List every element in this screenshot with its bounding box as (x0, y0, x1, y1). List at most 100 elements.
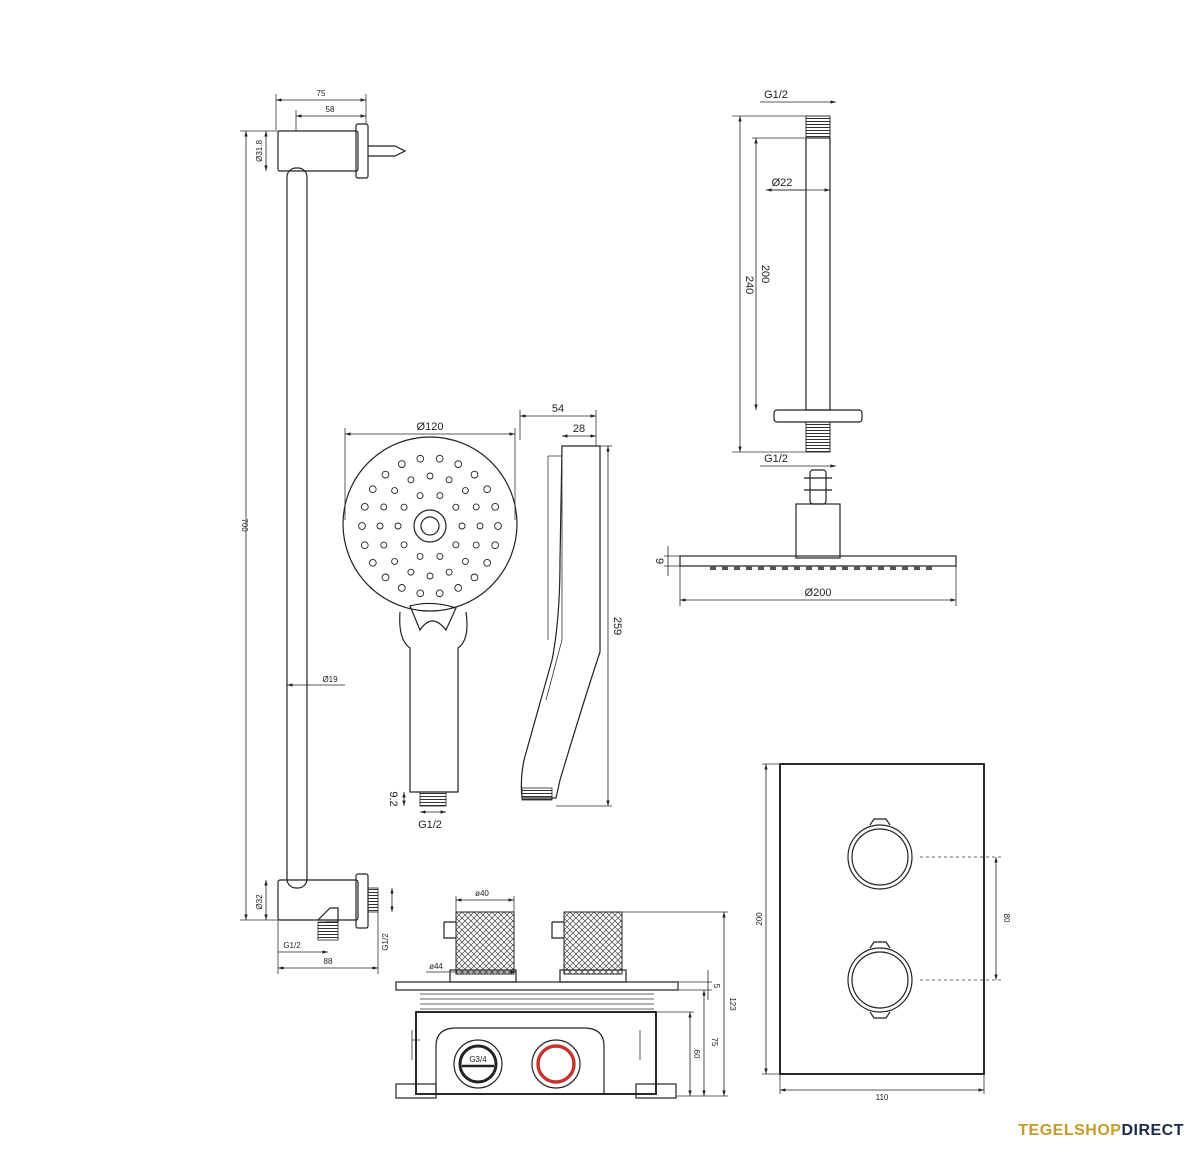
spray-nozzle (483, 558, 492, 567)
spray-nozzle (435, 589, 444, 598)
spray-nozzle (445, 568, 453, 576)
head-nozzle (818, 566, 824, 570)
head-nozzle (902, 566, 908, 570)
head-nozzle (770, 566, 776, 570)
head-nozzle (710, 566, 716, 570)
spray-nozzle (416, 552, 424, 560)
brand-name-part1: TEGELSHOP (1018, 1122, 1122, 1139)
head-nozzle (914, 566, 920, 570)
head-nozzle (842, 566, 848, 570)
hand-shower-side: 54 28 259 (519, 403, 623, 807)
thermostat-box: G3/4 ø40 ø44 5 123 75 60 (395, 889, 737, 1099)
rail-length-label: 700 (240, 518, 249, 532)
head-nozzle (758, 566, 764, 570)
box-inlet-thread-label: G3/4 (469, 1055, 487, 1064)
spray-nozzle (470, 573, 479, 582)
head-plate-thickness-label: 9 (653, 558, 665, 564)
spray-nozzle (407, 568, 415, 576)
head-nozzle (890, 566, 896, 570)
spray-nozzle (368, 485, 377, 494)
spray-nozzle (454, 584, 463, 592)
spray-nozzle (407, 476, 415, 484)
hand-length-label: 259 (611, 617, 623, 635)
head-nozzle (878, 566, 884, 570)
spray-nozzle (391, 557, 399, 565)
spray-nozzle (360, 541, 369, 550)
box-total-depth-label: 123 (728, 997, 737, 1011)
rail-side-thread-label: G1/2 (381, 933, 390, 951)
spray-nozzle (358, 522, 366, 530)
box-plate-diameter-label: ø44 (429, 962, 443, 971)
head-nozzle (734, 566, 740, 570)
spray-nozzle (400, 541, 408, 549)
rail-top-width-label: 75 (317, 89, 326, 98)
spray-nozzle (452, 541, 460, 549)
spray-nozzle (416, 492, 424, 500)
head-nozzle (794, 566, 800, 570)
spray-nozzle (494, 522, 502, 530)
spray-nozzle (491, 502, 500, 511)
hand-thread-label: G1/2 (418, 819, 442, 831)
hand-depth-label: 54 (552, 403, 564, 415)
rail-outlet-thread-label: G1/2 (283, 941, 301, 950)
brand-logo: TEGELSHOPDIRECT (1018, 1122, 1184, 1140)
cover-width-label: 110 (876, 1093, 889, 1102)
spray-nozzle (483, 485, 492, 494)
head-nozzle (806, 566, 812, 570)
spray-nozzle (416, 589, 425, 598)
cover-height-label: 200 (755, 912, 764, 926)
spray-nozzle (397, 460, 406, 468)
head-nozzle (746, 566, 752, 570)
head-nozzle (830, 566, 836, 570)
spray-nozzle (400, 503, 408, 511)
hand-head-diameter-label: Ø120 (417, 421, 444, 433)
box-depth-c-label: 60 (692, 1050, 701, 1059)
spray-nozzle (416, 454, 425, 463)
box-plate-depth-label: 5 (712, 984, 721, 989)
head-nozzle (926, 566, 932, 570)
head-nozzle (722, 566, 728, 570)
cover-plate: 80 200 110 (755, 763, 1011, 1102)
spray-nozzle (476, 522, 484, 530)
spray-nozzle (472, 503, 480, 511)
rail-bracket-depth-label: 58 (326, 105, 335, 114)
spray-nozzle (426, 572, 434, 580)
spray-nozzle (445, 476, 453, 484)
head-shower-arm: G1/2 Ø22 240 200 G1/2 9 Ø200 (653, 89, 957, 606)
head-arm-length-total-label: 240 (743, 276, 755, 294)
head-arm-length-inner-label: 200 (759, 265, 771, 283)
spray-nozzle (461, 557, 469, 565)
rail-bottom-depth-label: 88 (324, 957, 333, 966)
head-nozzle (854, 566, 860, 570)
spray-nozzle (380, 503, 388, 511)
spray-nozzle (435, 454, 444, 463)
spray-nozzle (360, 502, 369, 511)
spray-nozzle (458, 522, 466, 530)
slide-rail: 75 58 Ø31.8 700 Ø19 Ø32 G1/2 88 G1/2 (240, 89, 407, 974)
spray-nozzle (426, 472, 434, 480)
box-depth-b-label: 75 (710, 1038, 719, 1047)
spray-nozzle (397, 584, 406, 592)
head-plate-diameter-label: Ø200 (805, 587, 832, 599)
rail-bar-diameter-label: Ø19 (322, 675, 338, 684)
spray-nozzle (436, 552, 444, 560)
spray-nozzle (381, 470, 390, 479)
head-top-thread-label: G1/2 (764, 89, 788, 101)
spray-nozzle (381, 573, 390, 582)
hand-shower-front: Ø120 9.2 G1/2 (342, 421, 518, 831)
brand-name-part2: DIRECT (1121, 1122, 1184, 1139)
spray-nozzle (470, 470, 479, 479)
spray-nozzle (391, 487, 399, 495)
rail-bracket-diameter-label: Ø31.8 (255, 140, 264, 162)
cover-spacing-label: 80 (1002, 914, 1011, 923)
spray-nozzle (368, 558, 377, 567)
spray-nozzle (380, 541, 388, 549)
spray-nozzle (454, 460, 463, 468)
spray-nozzle (394, 522, 402, 530)
hand-connector-height-label: 9.2 (387, 791, 399, 806)
rail-bottom-diameter-label: Ø32 (255, 894, 264, 910)
head-arm-diameter-label: Ø22 (772, 177, 793, 189)
head-nozzle (782, 566, 788, 570)
head-nozzle (866, 566, 872, 570)
